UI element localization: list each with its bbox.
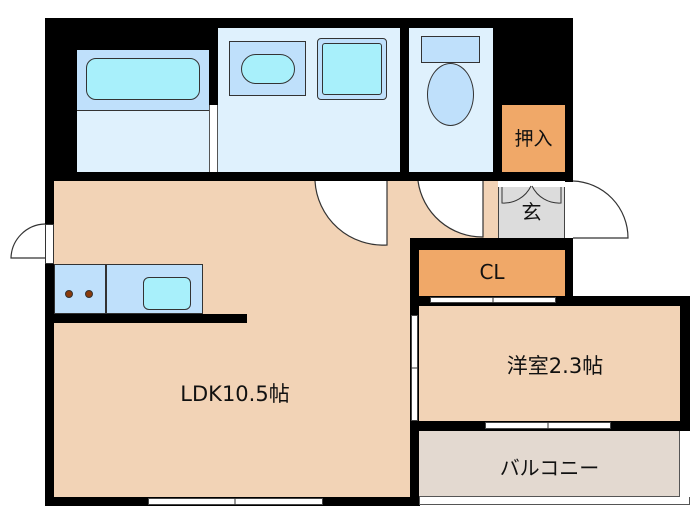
entrance-label: 玄 [521, 200, 542, 224]
closet [419, 250, 565, 296]
closet-label: CL [479, 260, 505, 284]
ldk-label: LDK10.5帖 [180, 382, 290, 406]
western-room-label: 洋室2.3帖 [506, 354, 604, 378]
entrance [498, 181, 565, 238]
balcony-label: バルコニー [499, 456, 600, 480]
oshiire [502, 105, 565, 172]
balcony-railing [419, 497, 690, 505]
bathtub-icon [86, 58, 200, 100]
wall-entrance-right [565, 172, 573, 182]
wall-top [215, 18, 573, 28]
stove-burner-icon [65, 290, 73, 298]
wall-wash-toilet [400, 18, 409, 180]
balcony [419, 431, 680, 497]
ldk-side-door-opening[interactable] [45, 224, 54, 264]
shoe-cabinet-top [498, 181, 565, 187]
toilet-bowl-icon [427, 63, 474, 126]
wall-western-right [680, 296, 690, 430]
kitchen-sink-icon [143, 277, 191, 310]
kitchen-counter-wall [54, 314, 247, 323]
wall-cl-right [565, 238, 573, 305]
wall-cl-top [410, 238, 573, 250]
toilet-tank [421, 36, 480, 63]
oshiire-label: 押入 [514, 128, 553, 150]
wall-wet-bottom [45, 172, 573, 181]
wall-ldk-left [45, 172, 54, 505]
stove-burner-icon [85, 290, 93, 298]
washing-machine-icon [322, 43, 382, 95]
kitchen-stove [54, 264, 106, 314]
washbasin-icon [241, 54, 295, 84]
western-room [419, 306, 680, 421]
bathroom-door[interactable] [209, 105, 218, 172]
